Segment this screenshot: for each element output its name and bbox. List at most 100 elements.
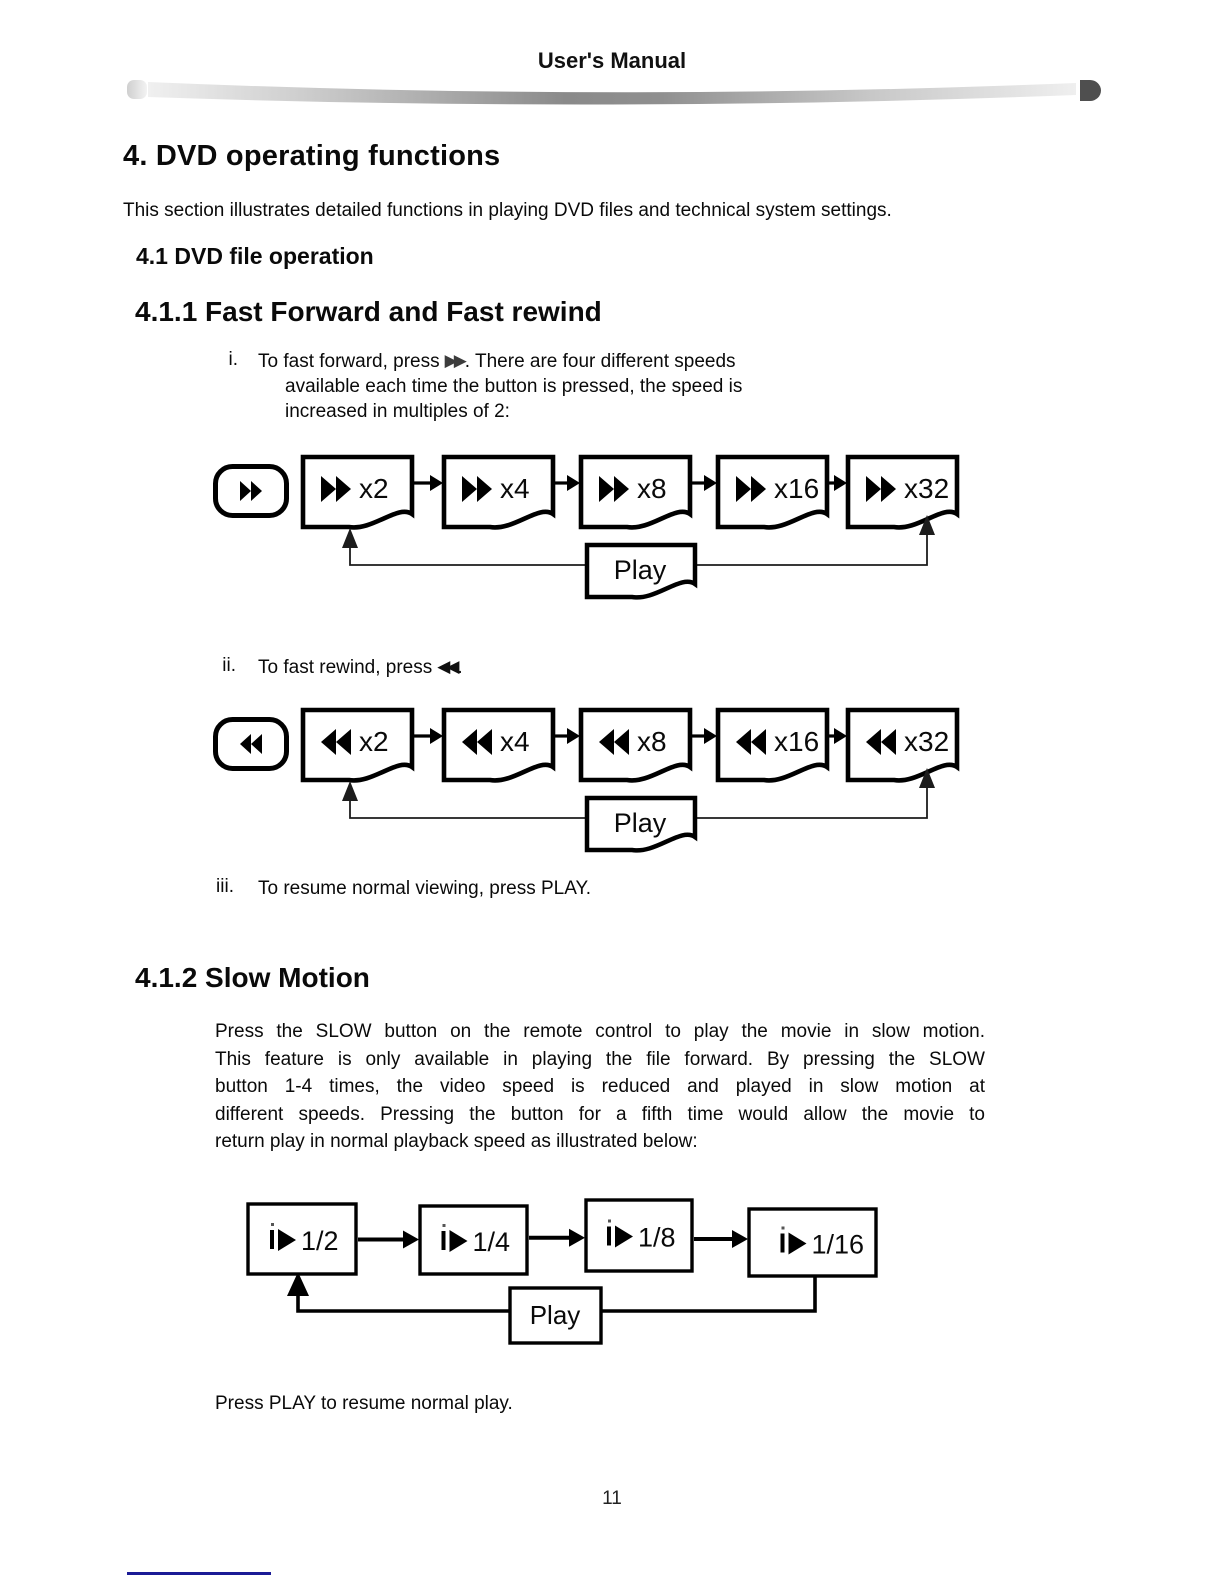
list-item-i-line3: increased in multiples of 2: — [285, 401, 510, 422]
intro-paragraph: This section illustrates detailed functi… — [123, 200, 892, 221]
rewind-remote-button — [213, 717, 289, 771]
play-label: Play — [614, 808, 667, 838]
speed-step-box: 1/2 — [246, 1202, 358, 1276]
speed-step-box: x2 — [300, 707, 415, 783]
step-arrow-icon — [554, 475, 580, 491]
speed-step-shape — [441, 454, 556, 530]
play-return-loop — [342, 768, 935, 819]
speed-step-box: x16 — [715, 454, 830, 530]
fast-forward-icon — [599, 476, 629, 502]
speed-step-box: x2 — [300, 454, 415, 530]
speed-step-shape — [845, 454, 960, 530]
play-return-loop — [342, 515, 935, 566]
speed-step-label: x4 — [500, 473, 530, 504]
speed-step-shape — [441, 707, 556, 783]
speed-step-box: 1/8 — [584, 1198, 694, 1273]
rewind-icon — [321, 729, 351, 755]
list-item-ii-post: . — [457, 657, 463, 678]
speed-step-box: x32 — [845, 454, 960, 530]
step-arrow-icon — [358, 1230, 419, 1249]
speed-step-box: x4 — [441, 454, 556, 530]
step-arrow-icon — [529, 1228, 585, 1247]
play-label: Play — [530, 1300, 581, 1330]
list-marker-i: i. — [228, 349, 239, 370]
fast-forward-remote-button — [213, 464, 289, 518]
paragraph-line: button 1-4 times, the video speed is red… — [215, 1076, 985, 1098]
page-header-title: User's Manual — [537, 48, 687, 73]
list-item-ii-line1: To fast rewind, press◀◀. — [258, 655, 463, 680]
fast-forward-icon — [866, 476, 896, 502]
play-box: Play — [584, 795, 698, 853]
step-arrow-icon — [413, 728, 443, 744]
speed-step-label: x4 — [500, 726, 530, 757]
paragraph-line: return play in normal playback speed as … — [215, 1131, 698, 1153]
subsection-title-41: 4.1 DVD file operation — [136, 243, 374, 269]
step-arrow-icon — [554, 728, 580, 744]
speed-step-box: 1/16 — [747, 1207, 878, 1278]
speed-step-label: x2 — [359, 473, 389, 504]
swoosh-right-cap — [1080, 80, 1101, 101]
speed-step-shape — [578, 454, 693, 530]
speed-step-shape — [300, 454, 415, 530]
speed-step-label: x2 — [359, 726, 389, 757]
step-arrow-icon — [828, 475, 847, 491]
rewind-icon — [462, 729, 492, 755]
slow-motion-icon — [441, 1224, 468, 1252]
step-arrow-icon — [828, 728, 847, 744]
subsection-title-411: 4.1.1 Fast Forward and Fast rewind — [135, 296, 602, 327]
fast-forward-icon — [462, 476, 492, 502]
step-arrow-icon — [691, 728, 717, 744]
speed-step-box: x16 — [715, 707, 830, 783]
speed-step-label: 1/4 — [473, 1227, 511, 1257]
speed-step-label: x16 — [774, 726, 819, 757]
subsection-title-412: 4.1.2 Slow Motion — [135, 962, 370, 993]
step-arrow-icon — [691, 475, 717, 491]
speed-step-shape — [715, 454, 830, 530]
list-item-i-line1: To fast forward, press▶▶. There are four… — [258, 349, 736, 374]
list-item-i-line2: available each time the button is presse… — [285, 376, 743, 397]
speed-step-box: x8 — [578, 454, 693, 530]
rewind-icon — [599, 729, 629, 755]
speed-step-shape — [715, 707, 830, 783]
list-marker-ii: ii. — [222, 655, 236, 676]
swoosh-bar — [148, 82, 1076, 105]
speed-step-box: x8 — [578, 707, 693, 783]
press-play-note: Press PLAY to resume normal play. — [215, 1393, 513, 1414]
speed-step-label: x32 — [904, 726, 949, 757]
play-box: Play — [584, 542, 698, 600]
play-box: Play — [508, 1286, 603, 1345]
list-item-ii-pre: To fast rewind, press — [258, 657, 433, 678]
speed-step-label: x32 — [904, 473, 949, 504]
paragraph-line: Press the SLOW button on the remote cont… — [215, 1021, 985, 1042]
swoosh-left-cap — [127, 80, 147, 99]
fast-forward-icon — [736, 476, 766, 502]
rewind-icon — [866, 729, 896, 755]
slow-motion-icon — [780, 1226, 807, 1255]
fast-forward-icon — [240, 481, 262, 501]
speed-step-box: x4 — [441, 707, 556, 783]
page-number: 11 — [602, 1488, 622, 1509]
list-item-i-post: . There are four different speeds — [464, 351, 736, 372]
fast-forward-icon: ▶▶ — [444, 351, 467, 370]
play-box-shape — [584, 542, 698, 600]
rewind-icon: ◀◀ — [437, 657, 459, 676]
speed-step-box: 1/4 — [418, 1204, 529, 1276]
header-divider-swoosh — [127, 80, 1101, 105]
speed-step-box: x32 — [845, 707, 960, 783]
rewind-icon — [240, 734, 262, 754]
speed-step-label: 1/2 — [301, 1226, 339, 1256]
step-arrow-icon — [694, 1230, 748, 1248]
step-arrow-icon — [413, 475, 443, 491]
speed-step-label: 1/16 — [812, 1230, 865, 1260]
speed-step-label: x8 — [637, 473, 667, 504]
speed-step-label: 1/8 — [638, 1223, 676, 1253]
speed-step-shape — [300, 707, 415, 783]
list-item-iii-text: To resume normal viewing, press PLAY. — [258, 878, 592, 899]
section-title: 4. DVD operating functions — [123, 140, 501, 172]
slow-motion-icon — [270, 1223, 296, 1251]
paragraph-line: This feature is only available in playin… — [215, 1048, 985, 1070]
speed-step-label: x16 — [774, 473, 819, 504]
